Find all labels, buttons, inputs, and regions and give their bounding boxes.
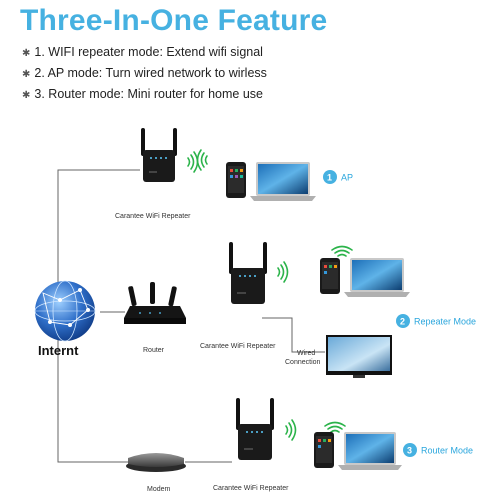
wifi-signal-icon [285,419,297,441]
wired-connection-line [262,317,325,353]
mode-badge-1: 1 [323,170,337,184]
internet-globe-icon [34,280,96,342]
router-icon [124,282,186,324]
wire-to-ap-repeater [57,169,140,282]
wifi-repeater-repeater-mode-icon [229,242,267,304]
internet-label: Internt [38,343,79,358]
bullet-star-icon: ✱ [22,90,31,101]
television-icon [326,335,392,378]
laptop-icon [250,162,316,201]
wifi-signal-icon [324,421,346,433]
wifi-signal-icon [187,151,199,173]
smartphone-icon [226,162,246,198]
wifi-repeater-router-mode-icon [236,398,274,460]
feature-text: 3. Router mode: Mini router for home use [34,87,263,101]
feature-item-router: ✱3. Router mode: Mini router for home us… [22,87,263,101]
wired-connection-label-line2: Connection [285,359,321,366]
modem-label: Modem [147,486,171,493]
laptop-icon [344,258,410,297]
mode-label-repeater: Repeater Mode [414,317,476,327]
modem-icon [126,453,186,472]
mode-label-router: Router Mode [421,446,473,456]
smartphone-icon [314,432,334,468]
page-title: Three-In-One Feature [20,4,328,37]
wifi-repeater-ap-icon [141,128,177,182]
wifi-signal-icon [331,245,353,257]
wire-to-modem [57,340,128,463]
bullet-star-icon: ✱ [22,69,31,80]
repeater-label-repeater-mode: Carantee WiFi Repeater [200,343,276,350]
feature-text: 2. AP mode: Turn wired network to wirles… [34,66,267,80]
mode-number: 2 [400,317,405,327]
connection-lines [57,169,325,463]
bullet-star-icon: ✱ [22,48,31,59]
feature-item-ap: ✱2. AP mode: Turn wired network to wirle… [22,66,267,80]
mode-label-ap: AP [341,173,353,183]
repeater-label-router-mode: Carantee WiFi Repeater [213,485,289,492]
wifi-signal-icon [277,261,289,283]
repeater-label-ap: Carantee WiFi Repeater [115,213,191,220]
feature-item-wifi-repeater: ✱1. WIFI repeater mode: Extend wifi sign… [22,45,263,59]
wifi-signal-icon [196,149,208,171]
mode-badge-3: 3 [403,443,417,457]
wired-connection-label-line1: Wired [297,350,315,357]
mode-number: 1 [327,173,332,183]
router-label: Router [143,347,165,354]
feature-text: 1. WIFI repeater mode: Extend wifi signa… [34,45,263,59]
laptop-icon [338,432,402,470]
smartphone-icon [320,258,340,294]
mode-badge-2: 2 [396,314,410,328]
mode-number: 3 [407,446,412,456]
